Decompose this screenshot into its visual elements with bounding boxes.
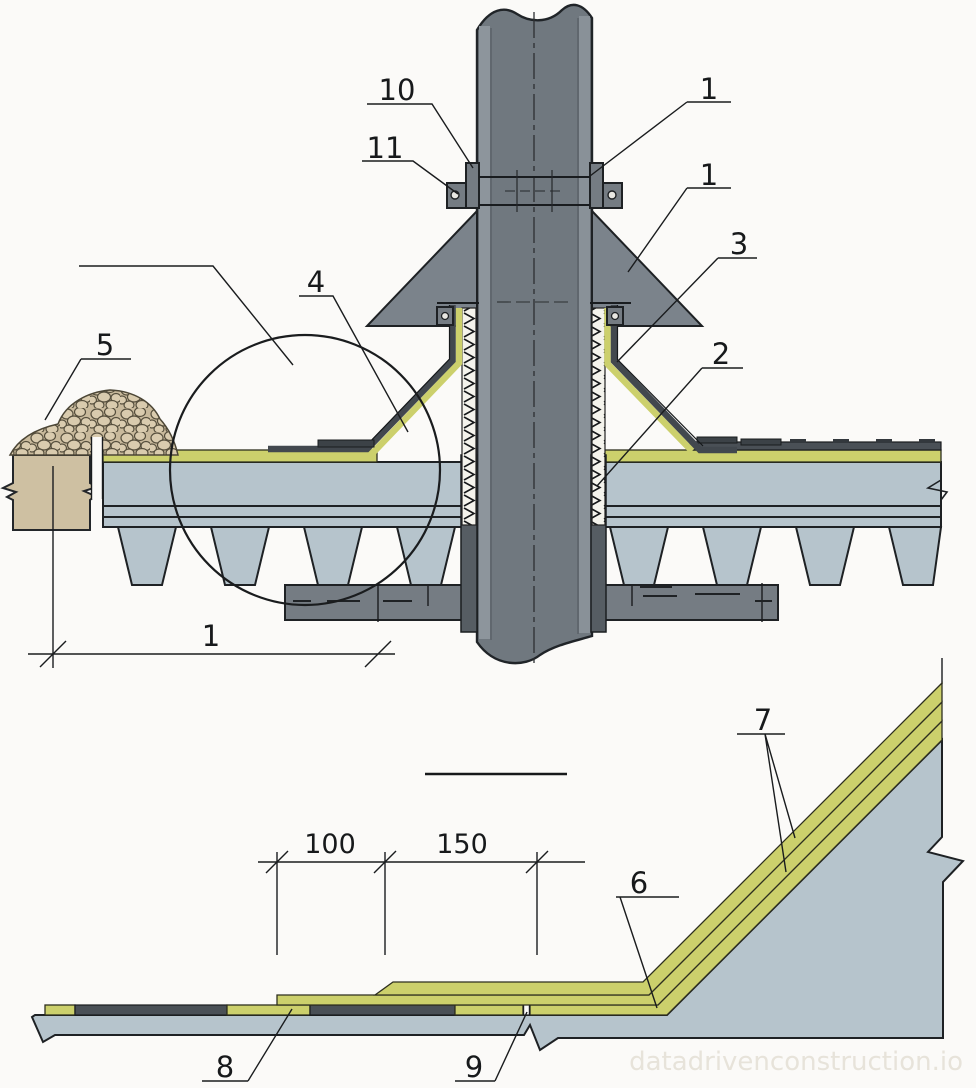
callout-2: 2	[712, 337, 730, 371]
callout-3: 3	[730, 227, 748, 261]
callout-leaders-bottom	[202, 733, 796, 1082]
apron-cone	[364, 208, 705, 327]
callout-11: 11	[367, 131, 404, 165]
parapet-block	[0, 454, 100, 531]
expansion-gap	[90, 437, 104, 499]
membrane-layer-3	[372, 681, 943, 996]
slab-break-mark	[925, 479, 949, 501]
watermark: datadrivenconstruction.io	[629, 1047, 963, 1077]
dimension-150: 150	[436, 829, 488, 860]
roof-slab-right	[602, 461, 949, 586]
clamp-collar-upper	[446, 162, 623, 212]
pipe-edge-highlight	[479, 26, 490, 639]
mineral-wool-wrap-left	[461, 307, 477, 526]
sheet-joint	[523, 1006, 530, 1015]
bolt-icon	[610, 311, 620, 321]
roof-slab-left	[102, 461, 463, 586]
mineral-wool-wrap-right	[591, 307, 606, 526]
callout-8: 8	[216, 1050, 234, 1084]
callout-6: 6	[630, 866, 648, 900]
roof-membrane-right	[689, 436, 942, 451]
callout-1: 1	[700, 158, 718, 192]
membrane-overlap-plate	[317, 439, 375, 448]
pipe-edge-highlight	[579, 16, 590, 633]
callout-5: 5	[96, 328, 114, 362]
clamp-collar-lower	[436, 306, 624, 326]
detail-slab	[30, 737, 965, 1052]
axis-label: 1	[202, 619, 220, 653]
callout-7: 7	[754, 703, 772, 737]
pipe	[475, 3, 594, 666]
overlap-dimensions	[258, 850, 585, 955]
callout-leaders-top	[44, 101, 757, 487]
dimension-100: 100	[304, 829, 356, 860]
detail-circle	[168, 333, 442, 607]
insulation-layer-right	[603, 449, 942, 463]
callout-1: 1	[700, 72, 718, 106]
axis-dimension	[28, 466, 395, 668]
bolt-icon	[607, 190, 617, 200]
bolt-icon	[440, 311, 450, 321]
callout-9: 9	[465, 1050, 483, 1084]
gravel-ballast	[8, 389, 179, 456]
callout-10: 10	[379, 73, 416, 107]
callout-4: 4	[307, 265, 325, 299]
detail-reference-leader	[79, 265, 294, 366]
